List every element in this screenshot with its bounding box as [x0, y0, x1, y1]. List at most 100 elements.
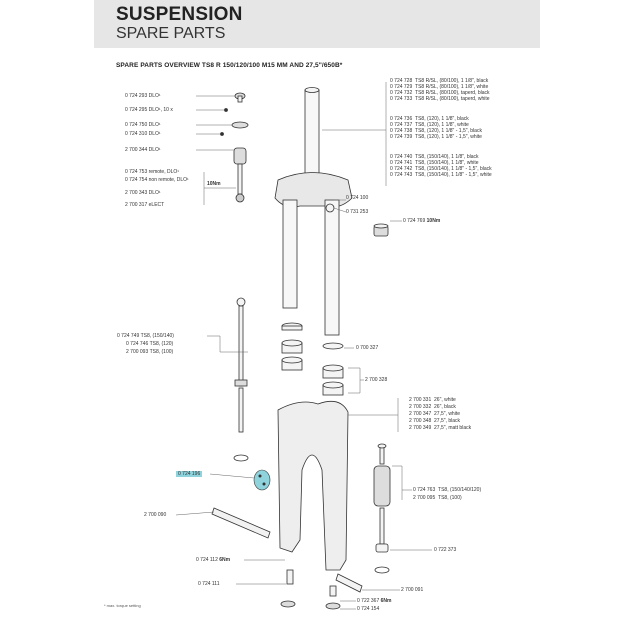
steerer-top: [304, 87, 320, 93]
label-0722367: 0 722 367 6Nm: [357, 598, 391, 604]
part-code: 2 700 343: [125, 190, 148, 196]
dlo-cartridge-rod: [237, 163, 243, 195]
leader-shaft-bracket: [207, 335, 248, 353]
label-2700349: 2 700 349 27,5", matt black: [409, 425, 471, 431]
part-desc: 26", black: [434, 404, 456, 410]
label-2700344: 2 700 344 DLO¹: [125, 147, 161, 153]
page-title: SUSPENSION: [116, 4, 243, 25]
thru-axle: [211, 507, 271, 539]
label-0724741: 0 724 741 TS8, (150/140), 1 1/8", white: [390, 160, 479, 166]
part-code: 0 724 729: [390, 84, 413, 90]
part-desc: TS8 R/SL, (80/100), 1 1/8", black: [415, 78, 489, 84]
part-desc: TS8 R/SL, (80/100), 1 1/8", white: [415, 84, 489, 90]
stanchion-right: [324, 199, 340, 336]
highlighted-part-hole-a: [258, 474, 262, 478]
part-code: 0 724 749: [117, 333, 140, 339]
seal-right-upper: [322, 342, 344, 350]
label-0724111: 0 724 111: [198, 581, 220, 587]
part-code: 0 724 740: [390, 154, 413, 160]
part-code: 0 724 741: [390, 160, 413, 166]
bushing-right-lower-top: [322, 381, 344, 389]
air-shaft: [238, 305, 244, 387]
bushing-right-top: [322, 364, 344, 372]
air-shaft-clip: [233, 454, 249, 462]
label-0724743: 0 724 743 TS8, (150/140), 1 1/8" - 1,5",…: [390, 172, 492, 178]
label-0724750: 0 724 750 DLO¹: [125, 122, 161, 128]
part-code: 0 724 754: [125, 177, 148, 183]
label-0724295: 0 724 295 DLO¹, 10 x: [125, 107, 173, 113]
label-0724732: 0 724 732 TS8 R/SL, (80/100), taperd, bl…: [390, 90, 490, 96]
label-2700091: 2 700 091: [401, 587, 424, 593]
part-code: 0 724 753: [125, 169, 148, 175]
dlo-screw: [224, 108, 228, 112]
bottom-axle-part: [335, 573, 363, 593]
label-2700093: 2 700 093 TS8, (100): [126, 349, 173, 355]
part-desc: TS8, (150/140), 1 1/8" - 1,5", white: [415, 172, 492, 178]
label-2700347: 2 700 347 27,5", white: [409, 411, 460, 417]
label-0724733: 0 724 733 TS8 R/SL, (80/100), taperd, wh…: [390, 96, 490, 102]
part-code: 0 724 750: [125, 122, 148, 128]
part-code: 0 724 742: [390, 166, 413, 172]
torque-value: 10Nm: [426, 218, 441, 224]
label-0724196-highlighted: 0 724 196: [176, 471, 203, 477]
part-desc: 27,5", black: [434, 418, 460, 424]
part-code: 0 724 769: [403, 218, 426, 224]
label-0731253: 0 731 253: [346, 209, 369, 215]
bottom-bolt-right: [329, 585, 337, 597]
part-code: 0 722 367: [357, 598, 380, 604]
part-desc: DLO¹, 10 x: [148, 107, 173, 113]
dlo-knob-stem: [237, 95, 243, 103]
spring-cap: [377, 443, 387, 449]
part-code: 0 724 763: [413, 487, 436, 493]
part-code: 0 724 112: [196, 557, 218, 563]
part-desc: 27,5", white: [434, 411, 460, 417]
part-desc: TS8, (120), 1 1/8", white: [415, 122, 469, 128]
leader-090: [175, 511, 215, 516]
part-desc: DLO¹: [148, 122, 161, 128]
part-code: 2 700 347: [409, 411, 432, 417]
part-code: 2 700 344: [125, 147, 148, 153]
topcap-nut-top: [373, 223, 389, 229]
part-desc: TS8 R/SL, (80/100), taperd, black: [415, 90, 490, 96]
part-code: 0 724 295: [125, 107, 148, 113]
label-2700317: 2 700 317 eLECT: [125, 202, 164, 208]
part-desc: TS8, (150/140/120): [438, 487, 482, 493]
bottom-knob-right: [325, 602, 341, 610]
footnote: * max. torque setting: [104, 603, 141, 608]
label-0724738: 0 724 738 TS8, (120), 1 1/8" - 1,5", bla…: [390, 128, 482, 134]
part-code: 0 724 736: [390, 116, 413, 122]
stanchion-left: [282, 199, 298, 309]
part-code: 2 700 317: [125, 202, 148, 208]
part-code: 0 724 739: [390, 134, 413, 140]
part-code: 0 724 728: [390, 78, 413, 84]
part-desc: TS8, (120), 1 1/8" - 1,5", black: [415, 128, 482, 134]
label-0724763: 0 724 763 TS8, (150/140/120): [413, 487, 481, 493]
part-desc: TS8, (150/140), 1 1/8" - 1,5", black: [415, 166, 492, 172]
air-shaft-top: [236, 297, 246, 307]
leader-spring-bracket: [392, 465, 403, 500]
part-desc: DLO¹: [148, 93, 161, 99]
label-0724293: 0 724 293 DLO¹: [125, 93, 161, 99]
label-0724100: 0 724 100: [346, 195, 369, 201]
torque-value: 10Nm: [207, 181, 221, 187]
overview-title: SPARE PARTS OVERVIEW TS8 R 150/120/100 M…: [116, 62, 343, 69]
page-subtitle: SPARE PARTS: [116, 25, 226, 42]
part-desc: DLO¹: [148, 190, 161, 196]
label-0724746: 0 724 746 TS8, (120): [126, 341, 173, 347]
dlo-cartridge-top: [233, 147, 247, 165]
part-desc: TS8, (100): [438, 495, 462, 501]
part-desc: 26", white: [434, 397, 456, 403]
part-desc: TS8, (150/140), 1 1/8", white: [415, 160, 479, 166]
label-0722373: 0 722 373: [434, 547, 457, 553]
leader-328-bracket: [348, 367, 361, 394]
label-0724736: 0 724 736 TS8, (120), 1 1/8", black: [390, 116, 469, 122]
label-0724754: 0 724 754 non remote, DLO¹: [125, 177, 189, 183]
part-desc: TS8 R/SL, (80/100), taperd, white: [415, 96, 490, 102]
part-code: 2 700 332: [409, 404, 432, 410]
label-0724749: 0 724 749 TS8, (150/140): [117, 333, 174, 339]
label-2700348: 2 700 348 27,5", black: [409, 418, 460, 424]
label-0724753: 0 724 753 remote, DLO¹: [125, 169, 179, 175]
spring-rod-lower: [379, 507, 385, 545]
label-0724740: 0 724 740 TS8, (150/140), 1 1/8", black: [390, 154, 479, 160]
